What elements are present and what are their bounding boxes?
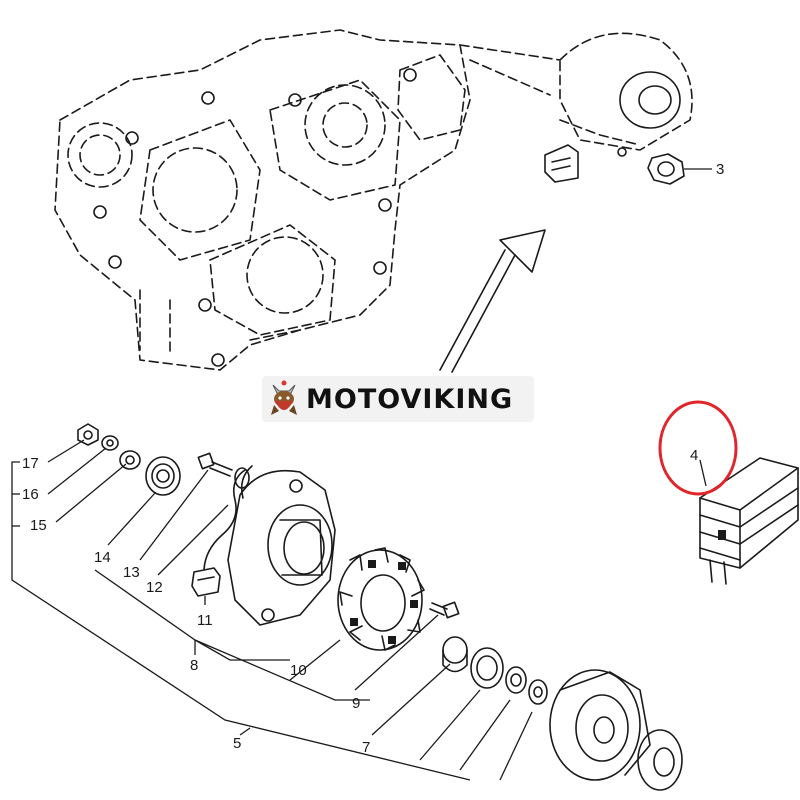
callout-5: 5 [233, 735, 241, 752]
stator-cover-assembly [459, 32, 693, 183]
callout-9: 9 [352, 695, 360, 712]
motoviking-watermark: MOTOVIKING [262, 376, 534, 422]
callout-numbers: 3 4 17 16 15 14 13 12 11 10 8 9 7 5 [22, 161, 724, 756]
part-9-screw [429, 601, 460, 619]
washer [505, 666, 527, 694]
engine-block [54, 29, 471, 371]
part-15-washer [119, 450, 141, 470]
callout-13: 13 [123, 564, 140, 581]
part-11-connector [191, 567, 221, 597]
callout-4: 4 [690, 447, 698, 464]
washer [528, 679, 548, 705]
callout-15: 15 [30, 517, 47, 534]
pulley [637, 729, 683, 791]
bearing [470, 647, 504, 689]
part-13-bolt [197, 452, 233, 477]
callout-12: 12 [146, 579, 163, 596]
callout-11: 11 [197, 612, 213, 629]
part-10-stator [337, 547, 425, 651]
flange-nut [647, 153, 685, 185]
part-4-regulator-rectifier [699, 457, 799, 585]
viking-mascot-icon [262, 376, 306, 422]
direction-arrow [439, 229, 546, 373]
generator-housing [227, 469, 336, 626]
part-14-bearing [145, 456, 181, 496]
callout-10: 10 [290, 662, 307, 679]
callout-17: 17 [22, 455, 39, 472]
part-7-collar [442, 636, 468, 673]
callout-7: 7 [362, 739, 370, 756]
part-12-wire-lead [203, 465, 253, 571]
rotor [549, 669, 651, 781]
callout-3: 3 [716, 161, 724, 178]
brand-name: MOTOVIKING [306, 383, 514, 415]
part-16-lock-washer [101, 435, 119, 451]
callout-8: 8 [190, 657, 198, 674]
highlight-circle [658, 400, 738, 496]
callout-14: 14 [94, 549, 111, 566]
leader-lines [11, 168, 712, 781]
callout-16: 16 [22, 486, 39, 503]
part-17-nut [77, 423, 99, 446]
